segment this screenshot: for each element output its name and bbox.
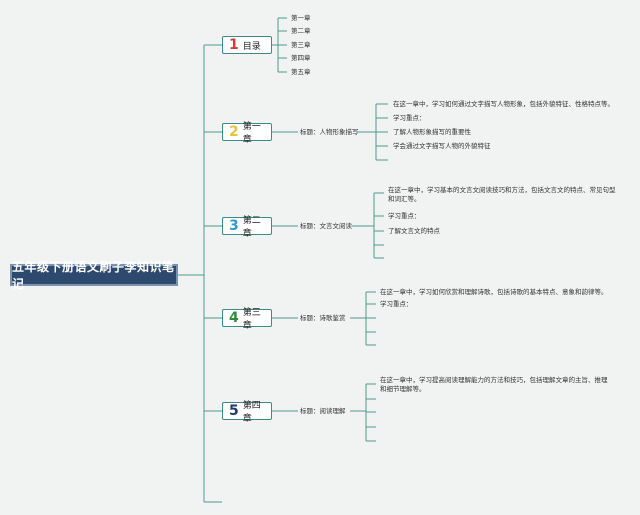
chapter-2-node[interactable]: 3 第二章	[222, 216, 272, 239]
chapter-topic[interactable]: 标题：文言文阅读	[300, 222, 352, 230]
key-point[interactable]: 学会通过文字描写人物的外貌特征	[393, 142, 491, 150]
root-topic[interactable]: 五年级下册语文刷子李知识笔记	[10, 260, 178, 291]
chapter-number: 2	[229, 124, 239, 140]
key-point[interactable]: 了解人物形象描写的重要性	[393, 128, 471, 136]
catalog-node[interactable]: 1 目录	[222, 36, 272, 54]
chapter-label: 第四章	[242, 401, 261, 424]
key-points-title[interactable]: 学习重点：	[380, 300, 413, 308]
key-points-title[interactable]: 学习重点：	[388, 212, 421, 220]
catalog-number: 1	[229, 37, 239, 53]
chapter-label: 第二章	[242, 216, 261, 239]
chapter-description[interactable]: 在这一章中，学习基本的文言文阅读技巧和方法，包括文言文的特点、常见句型和词汇等。	[388, 186, 616, 203]
catalog-item[interactable]: 第三章	[291, 41, 311, 49]
catalog-item[interactable]: 第四章	[291, 54, 311, 62]
chapter-1-node[interactable]: 2 第一章	[222, 122, 272, 145]
chapter-label: 第三章	[242, 308, 261, 331]
chapter-topic[interactable]: 标题：阅读理解	[300, 407, 346, 415]
catalog-item[interactable]: 第一章	[291, 14, 311, 22]
chapter-topic[interactable]: 标题：人物形象描写	[300, 128, 359, 136]
chapter-3-node[interactable]: 4 第三章	[222, 308, 272, 331]
chapter-label: 第一章	[242, 122, 261, 145]
chapter-number: 4	[229, 310, 239, 326]
catalog-label: 目录	[242, 41, 261, 52]
root-title: 五年级下册语文刷子李知识笔记	[12, 260, 175, 291]
chapter-description[interactable]: 在这一章中，学习如何通过文字描写人物形象，包括外貌特征、性格特点等。	[393, 100, 614, 108]
key-points-title[interactable]: 学习重点：	[393, 114, 426, 122]
chapter-description[interactable]: 在这一章中，学习提高阅读理解能力的方法和技巧，包括理解文章的主旨、推理和细节理解…	[380, 376, 608, 393]
chapter-number: 5	[229, 403, 239, 419]
key-point[interactable]: 了解文言文的特点	[388, 227, 440, 235]
chapter-description[interactable]: 在这一章中，学习如何欣赏和理解诗歌，包括诗歌的基本特点、意象和韵律等。	[380, 288, 608, 296]
chapter-topic[interactable]: 标题：诗歌鉴赏	[300, 314, 346, 322]
catalog-item[interactable]: 第二章	[291, 27, 311, 35]
chapter-4-node[interactable]: 5 第四章	[222, 401, 272, 424]
catalog-item[interactable]: 第五章	[291, 68, 311, 76]
chapter-number: 3	[229, 218, 239, 234]
